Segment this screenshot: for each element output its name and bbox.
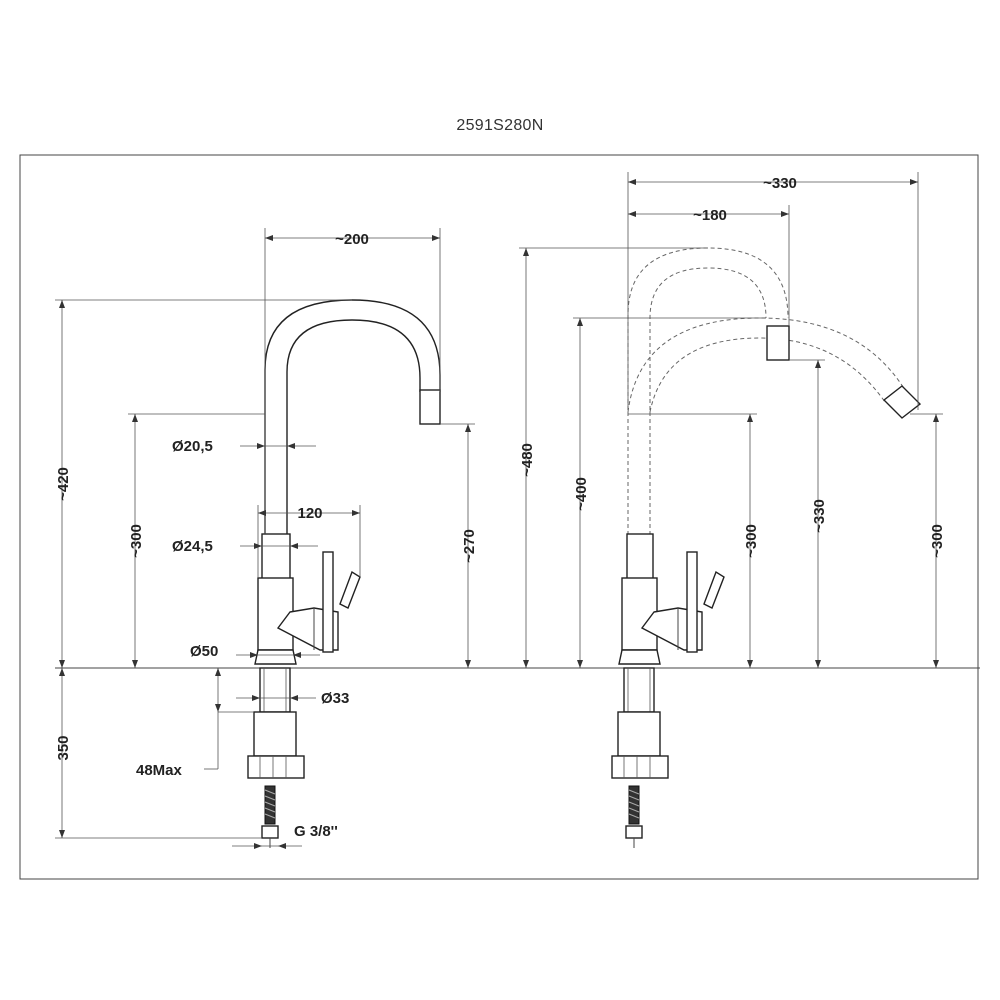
dim-height-300-outlet: ~300	[929, 524, 946, 558]
dim-max-thickness: 48Max	[136, 762, 183, 779]
drawing-frame	[19, 154, 979, 880]
drawing-title: 2591S280N	[456, 117, 544, 134]
dim-reach-330: ~330	[763, 175, 797, 192]
dim-shank-diameter: Ø33	[321, 690, 349, 707]
dim-height-270: ~270	[461, 529, 478, 563]
dim-height-400: ~400	[573, 477, 590, 511]
dim-base-diameter: Ø50	[190, 643, 218, 660]
right-dimensions	[519, 172, 943, 668]
right-faucet	[611, 247, 922, 848]
dim-connector: G 3/8''	[294, 823, 338, 840]
dim-height-330-outlet: ~330	[811, 499, 828, 533]
dim-reach-180: ~180	[693, 207, 727, 224]
dim-shank-length: 350	[55, 735, 72, 760]
dim-spout-diameter: Ø20,5	[172, 438, 213, 455]
dim-reach-200: ~200	[335, 231, 369, 248]
dim-height-300: ~300	[128, 524, 145, 558]
dim-height-300-base: ~300	[743, 524, 760, 558]
dim-body-diameter: Ø24,5	[172, 538, 213, 555]
left-faucet	[247, 299, 441, 848]
left-dimensions	[55, 228, 475, 849]
dim-height-420: ~420	[55, 467, 72, 501]
dim-lever-offset: 120	[297, 505, 322, 522]
dim-height-480: ~480	[519, 443, 536, 477]
